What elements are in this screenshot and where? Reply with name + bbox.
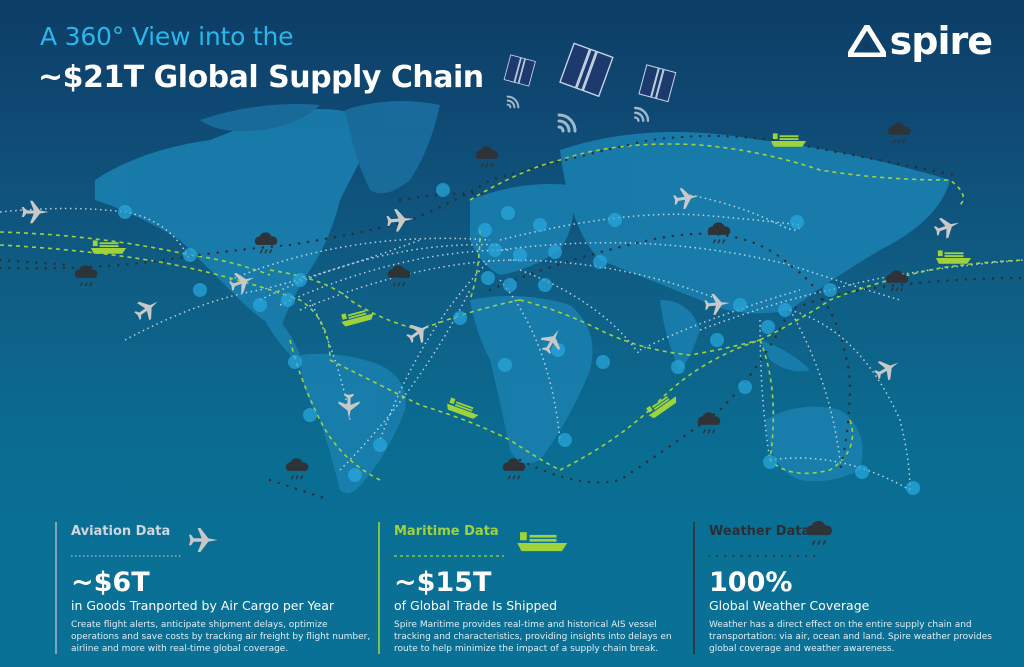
weather-dotted-divider xyxy=(708,555,820,557)
weather-stat-label: Global Weather Coverage xyxy=(709,598,870,613)
world-map xyxy=(0,42,1024,502)
city-nodes xyxy=(118,183,920,495)
aviation-dotted-divider xyxy=(71,555,181,557)
cloud-rain-icon xyxy=(806,520,833,546)
aviation-stat-label: in Goods Tranported by Air Cargo per Yea… xyxy=(71,598,335,613)
spire-logo-icon xyxy=(847,25,886,57)
aviation-stat-value: ~$6T xyxy=(71,567,150,598)
title-subheading: A 360° View into the xyxy=(40,22,294,51)
maritime-stat-value: ~$15T xyxy=(394,567,492,598)
aviation-description: Create flight alerts, anticipate shipmen… xyxy=(71,620,371,654)
satellites xyxy=(503,42,677,133)
maritime-description: Spire Maritime provides real-time and hi… xyxy=(394,620,672,654)
weather-data-panel: Weather Data 100% Global Weather Coverag… xyxy=(693,520,1009,654)
landmasses xyxy=(95,101,950,494)
aviation-data-panel: Aviation Data ~$6T in Goods Tranported b… xyxy=(55,522,371,654)
ship-icon xyxy=(517,532,568,552)
page-title: ~$21T Global Supply Chain xyxy=(38,60,484,95)
weather-description: Weather has a direct effect on the entir… xyxy=(709,620,992,654)
spire-logo: spire xyxy=(847,19,993,63)
maritime-panel-title: Maritime Data xyxy=(394,524,499,539)
logo-text: spire xyxy=(889,19,993,63)
maritime-stat-label: of Global Trade Is Shipped xyxy=(394,598,558,613)
maritime-data-panel: Maritime Data ~$15T of Global Trade Is S… xyxy=(378,522,684,654)
aviation-panel-title: Aviation Data xyxy=(71,524,171,539)
weather-stat-value: 100% xyxy=(709,567,793,598)
maritime-dashed-divider xyxy=(394,555,504,557)
maritime-routes xyxy=(0,143,1024,481)
weather-panel-title: Weather Data xyxy=(709,524,811,539)
plane-icon xyxy=(189,528,218,552)
